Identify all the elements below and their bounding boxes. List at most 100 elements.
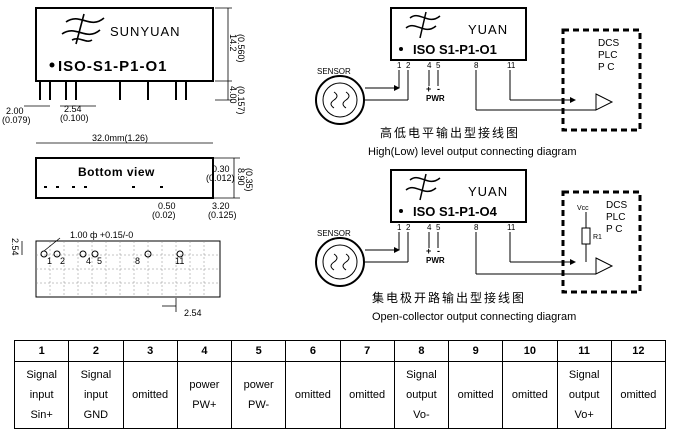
pin-number-cell: 8 xyxy=(393,340,450,362)
diagram1-title-zh: 高低电平输出型接线图 xyxy=(380,126,521,140)
d1-plus: + xyxy=(426,84,431,94)
diagram1-title-en: High(Low) level output connecting diagra… xyxy=(368,146,577,158)
d2-r1: R1 xyxy=(593,234,602,241)
fn-line: power xyxy=(243,379,274,391)
pin-number-cell: 5 xyxy=(230,340,287,362)
dim-pin-len: 4.00 xyxy=(228,86,238,104)
module-brand: SUNYUAN xyxy=(110,24,181,39)
fn-line: Vo- xyxy=(413,409,430,421)
fn-line: GND xyxy=(83,409,109,421)
d1-pin-5: 5 xyxy=(436,61,441,70)
yuan-logo-icon xyxy=(405,11,441,39)
sensor-icon xyxy=(315,75,365,125)
d2-pin-11: 11 xyxy=(507,223,516,232)
amplifier-icon-2 xyxy=(595,257,614,275)
pin-number-cell: 10 xyxy=(502,340,558,362)
pin-number-cell: 7 xyxy=(339,340,395,362)
module-model: ISO-S1-P1-O1 xyxy=(58,58,168,75)
d1-pin-8: 8 xyxy=(474,61,479,70)
fn-line: Signal xyxy=(26,369,57,381)
module-front-view: SUNYUAN ISO-S1-P1-O1 14.2 (0.560) 4.00 (… xyxy=(2,7,246,125)
pin-number-cell: 11 xyxy=(556,340,612,362)
d2-dcs-2: PLC xyxy=(606,212,625,223)
d1-pin-11: 11 xyxy=(507,61,516,70)
pin-function-cell: omitted xyxy=(447,361,504,429)
diagram2-title-en: Open-collector output connecting diagram xyxy=(372,311,577,323)
diagram2-title-zh: 集电极开路输出型接线图 xyxy=(372,291,527,305)
d2-vcc: Vcc xyxy=(577,205,589,212)
fp-hole-spec: 1.00 ф +0.15/-0 xyxy=(70,230,133,240)
pin-number-cell: 6 xyxy=(285,340,341,362)
fp-pitch-left: 2.54 xyxy=(10,238,20,256)
fn-line: output xyxy=(568,389,600,401)
d1-pin-4: 4 xyxy=(427,61,432,70)
d2-sensor: SENSOR xyxy=(317,229,351,238)
d2-pin-2: 2 xyxy=(406,223,411,232)
d1-model: ISO S1-P1-O1 xyxy=(413,42,497,57)
fp-pin-8: 8 xyxy=(135,256,140,266)
d2-pin-8: 8 xyxy=(474,223,479,232)
fn-line: Signal xyxy=(568,369,600,381)
pin-number-row: 1 2 3 4 5 6 7 8 9 10 11 12 xyxy=(13,340,667,362)
fn-line: omitted xyxy=(457,389,494,401)
d2-dcs-1: DCS xyxy=(606,200,627,211)
fn-line: PW+ xyxy=(192,399,217,411)
bottom-view: 32.0mm(1.26) Bottom view 0.30 (0.012) 8.… xyxy=(35,133,254,220)
fp-pin-5: 5 xyxy=(97,256,102,266)
dim-pin-width: 2.00 xyxy=(6,106,24,116)
bottom-pin-marks xyxy=(44,186,163,188)
diagram2-wiring: YUAN ISO S1-P1-O4 1 2 4 5 8 11 + - xyxy=(315,169,642,294)
dim-pin-len-in: (0.157) xyxy=(236,86,246,115)
dim-height-in: (0.560) xyxy=(236,34,246,63)
pin-function-cell: omitted xyxy=(122,361,178,429)
sensor-icon-2 xyxy=(315,237,365,287)
fn-line: Vo+ xyxy=(574,409,594,421)
dim-c: 0.50 xyxy=(158,201,176,211)
fp-pin-2: 2 xyxy=(60,256,65,266)
d2-pwr: PWR xyxy=(426,256,445,265)
d1-minus: - xyxy=(437,84,440,94)
fn-line: omitted xyxy=(132,389,169,401)
d2-brand: YUAN xyxy=(468,184,508,199)
yuan-logo-icon-2 xyxy=(405,173,441,201)
fn-line: Signal xyxy=(80,369,112,381)
dim-d-in: (0.125) xyxy=(208,210,237,220)
pin-number-cell: 3 xyxy=(122,340,178,362)
fp-pin-1: 1 xyxy=(47,256,52,266)
d1-brand: YUAN xyxy=(468,22,508,37)
pin-number-cell: 1 xyxy=(13,340,70,362)
pin-number-cell: 12 xyxy=(610,340,667,362)
d1-dcs-2: PLC xyxy=(598,50,617,61)
d1-sensor: SENSOR xyxy=(317,67,351,76)
dim-b: 8.90 xyxy=(236,168,246,186)
pin-number-cell: 4 xyxy=(176,340,233,362)
fp-pitch-bottom: 2.54 xyxy=(184,308,202,318)
fn-line: output xyxy=(406,389,437,401)
dim-d: 3.20 xyxy=(212,201,230,211)
dim-b-in: (0.35) xyxy=(244,168,254,192)
pin-function-cell: omitted xyxy=(502,361,558,429)
fn-line: Sin+ xyxy=(30,409,53,421)
fn-line: input xyxy=(29,389,54,401)
pin-number-cell: 9 xyxy=(447,340,504,362)
d2-pin-1: 1 xyxy=(397,223,402,232)
dim-pin-width-in: (0.079) xyxy=(2,115,31,125)
fn-line: Signal xyxy=(406,369,437,381)
d1-pin-2: 2 xyxy=(406,61,411,70)
pin-number-cell: 2 xyxy=(68,340,124,362)
d2-plus: + xyxy=(426,246,431,256)
pin1-dot xyxy=(49,62,55,68)
pin-function-cell: omitted xyxy=(285,361,341,429)
fn-line: PW- xyxy=(248,399,270,411)
d2-dcs-3: P C xyxy=(606,224,623,235)
fn-line: omitted xyxy=(294,389,331,401)
dim-height: 14.2 xyxy=(228,34,238,52)
dim-a: 0.30 xyxy=(212,164,230,174)
